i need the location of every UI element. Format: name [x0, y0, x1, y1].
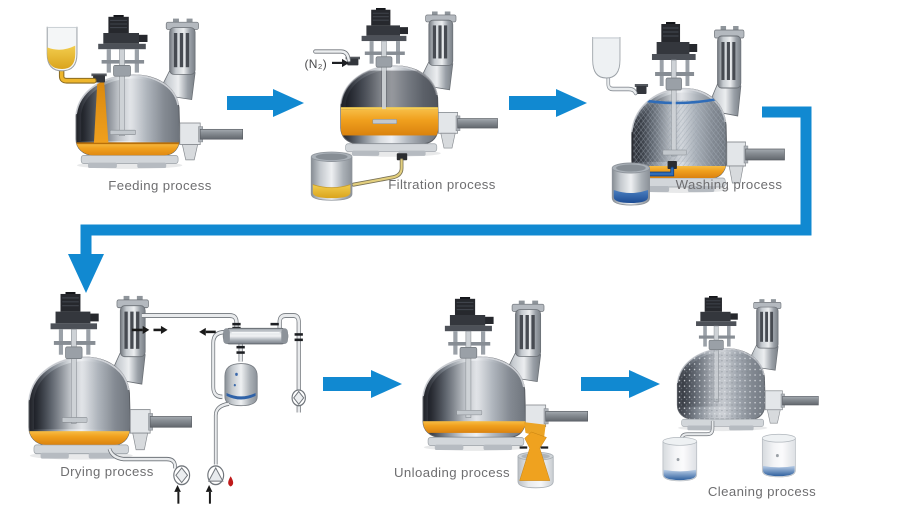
filtrate-pipe	[352, 159, 403, 186]
solvent-drum-2	[761, 433, 796, 478]
wash-receiver-tank	[611, 162, 650, 206]
flow-arrow-feeding-to-filtration	[227, 89, 304, 117]
station-washing	[592, 22, 785, 206]
gas-inlet-arrow	[174, 485, 181, 504]
chute-clamp	[519, 446, 528, 449]
shaft-front	[714, 351, 718, 399]
nitrogen-pipe	[313, 50, 351, 62]
agitator-blade	[61, 417, 88, 423]
cleaning-spray	[677, 349, 766, 420]
feed-funnel	[46, 26, 78, 72]
connector-arrowhead	[68, 254, 104, 293]
feed-tube	[59, 67, 96, 83]
drum-liquid	[663, 469, 697, 481]
product-layer	[423, 421, 526, 433]
station-feeding	[46, 15, 243, 169]
condenser	[222, 327, 289, 345]
bottom-valve	[667, 161, 677, 169]
flow-arrow-filtration-to-washing	[509, 89, 587, 117]
wash-funnel	[592, 37, 621, 79]
nitrogen-label: (N₂)	[304, 57, 327, 71]
funnel-liquid	[47, 45, 76, 69]
bottom-valve	[396, 153, 408, 161]
condensate-liquid	[226, 392, 256, 400]
label-cleaning: Cleaning process	[708, 484, 816, 499]
drum-liquid	[763, 465, 795, 477]
label-unloading: Unloading process	[394, 465, 510, 480]
wash-liquid-collected	[613, 190, 649, 203]
label-washing: Washing process	[676, 177, 783, 192]
filtrate-tank	[310, 151, 353, 201]
station-unloading	[423, 297, 588, 489]
dry-cake	[28, 431, 131, 445]
drying-contents	[28, 431, 131, 445]
drain-check-valve	[173, 465, 191, 486]
product-chute-stream	[519, 431, 551, 481]
bottom-drain	[108, 448, 177, 469]
label-feeding: Feeding process	[108, 178, 212, 193]
pump-line-outline	[213, 401, 230, 465]
nozzle-flange	[345, 56, 360, 60]
vacuum-pump	[207, 465, 225, 486]
wash-nozzle	[636, 86, 647, 94]
shaft-front	[466, 360, 471, 414]
nozzle-flange	[91, 73, 107, 77]
agitator-blade	[109, 129, 136, 135]
shaft-front	[71, 360, 76, 418]
clean-drain	[680, 420, 714, 443]
flow-arrow-unloading-to-cleaning	[581, 370, 660, 398]
agitator-blade	[372, 119, 398, 124]
gas-inlet-arrow-2	[205, 485, 213, 504]
condensate-drop-icon	[228, 476, 234, 487]
filtrate-liquid	[312, 184, 351, 199]
station-filtration	[310, 8, 497, 201]
pump-line	[214, 402, 230, 465]
vacuum-check-valve	[291, 389, 306, 407]
shaft-front	[671, 92, 676, 150]
wash-suspension	[633, 100, 726, 166]
station-drying	[28, 292, 306, 504]
condensate-receiver	[224, 363, 258, 407]
filtration-contents	[340, 70, 439, 136]
chute-clamp	[540, 446, 549, 449]
flow-direction-arrows	[131, 325, 216, 336]
nozzle-flange	[634, 84, 649, 87]
wash-pipe	[607, 74, 637, 95]
unloading-contents	[423, 421, 526, 433]
agitator-blade	[662, 149, 687, 156]
solvent-drum-1	[662, 437, 698, 482]
shaft-front	[119, 78, 125, 134]
nitrogen-arrowhead-icon	[342, 58, 349, 68]
flow-arrow-drying-to-unloading	[323, 370, 402, 398]
product-through-discharge	[523, 422, 546, 439]
station-cleaning	[662, 296, 819, 482]
nitrogen-arrow-icon	[332, 61, 342, 64]
feed-stream	[93, 81, 109, 143]
flow-connector-washing-to-drying	[68, 106, 812, 293]
shaft-front	[382, 68, 386, 109]
vapor-space	[340, 70, 439, 109]
nitrogen-annotation: (N₂)	[304, 57, 349, 71]
label-drying: Drying process	[60, 464, 154, 479]
label-filtration: Filtration process	[388, 177, 496, 192]
agitator-blade	[456, 410, 483, 416]
feeding-product	[76, 81, 180, 156]
